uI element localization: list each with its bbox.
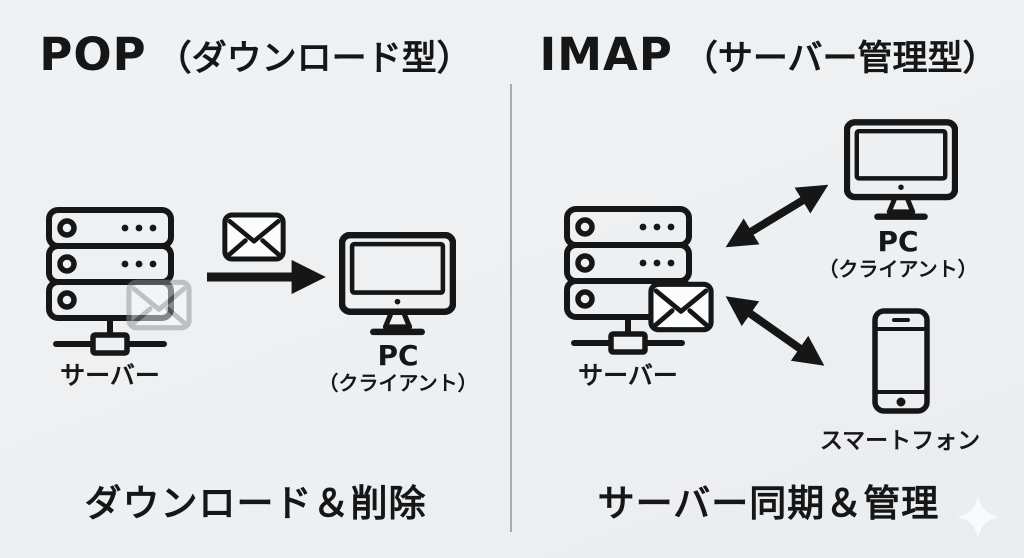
sparkle-icon xyxy=(956,495,1000,539)
imap-caption: サーバー同期＆管理 xyxy=(597,482,940,525)
panel-divider xyxy=(510,84,512,532)
imap-title-sub: （サーバー管理型） xyxy=(682,39,998,79)
smartphone-icon xyxy=(872,308,930,414)
desktop-monitor-icon xyxy=(844,119,958,222)
imap-panel: IMAP （サーバー管理型） xyxy=(513,0,1024,558)
envelope-icon xyxy=(222,212,286,262)
pc-label: PC xyxy=(377,339,419,372)
pop-caption: ダウンロード＆削除 xyxy=(84,482,427,525)
envelope-icon xyxy=(648,279,714,335)
double-headed-arrow-icon xyxy=(713,287,837,375)
pc-sublabel: （クライアント） xyxy=(318,371,478,396)
server-label: サーバー xyxy=(578,361,678,390)
arrow-right-icon xyxy=(202,258,334,296)
double-headed-arrow-icon xyxy=(714,175,840,257)
pc-sublabel: （クライアント） xyxy=(818,257,978,282)
server-rack-icon xyxy=(564,206,692,358)
smartphone-label: スマートフォン xyxy=(819,428,981,454)
pop-panel: POP （ダウンロード型） xyxy=(0,0,511,558)
faded-envelope-icon xyxy=(126,277,192,333)
pc-label: PC xyxy=(877,225,919,258)
pop-title-main: POP xyxy=(39,28,147,81)
pc-label-block: PC （クライアント） xyxy=(816,227,980,282)
server-label: サーバー xyxy=(60,361,160,390)
pop-title-sub: （ダウンロード型） xyxy=(156,39,472,79)
pop-title: POP （ダウンロード型） xyxy=(0,28,511,81)
imap-title-main: IMAP xyxy=(539,28,673,81)
imap-title: IMAP （サーバー管理型） xyxy=(513,28,1024,81)
pc-label-block: PC （クライアント） xyxy=(316,341,480,396)
desktop-monitor-icon xyxy=(339,232,456,337)
